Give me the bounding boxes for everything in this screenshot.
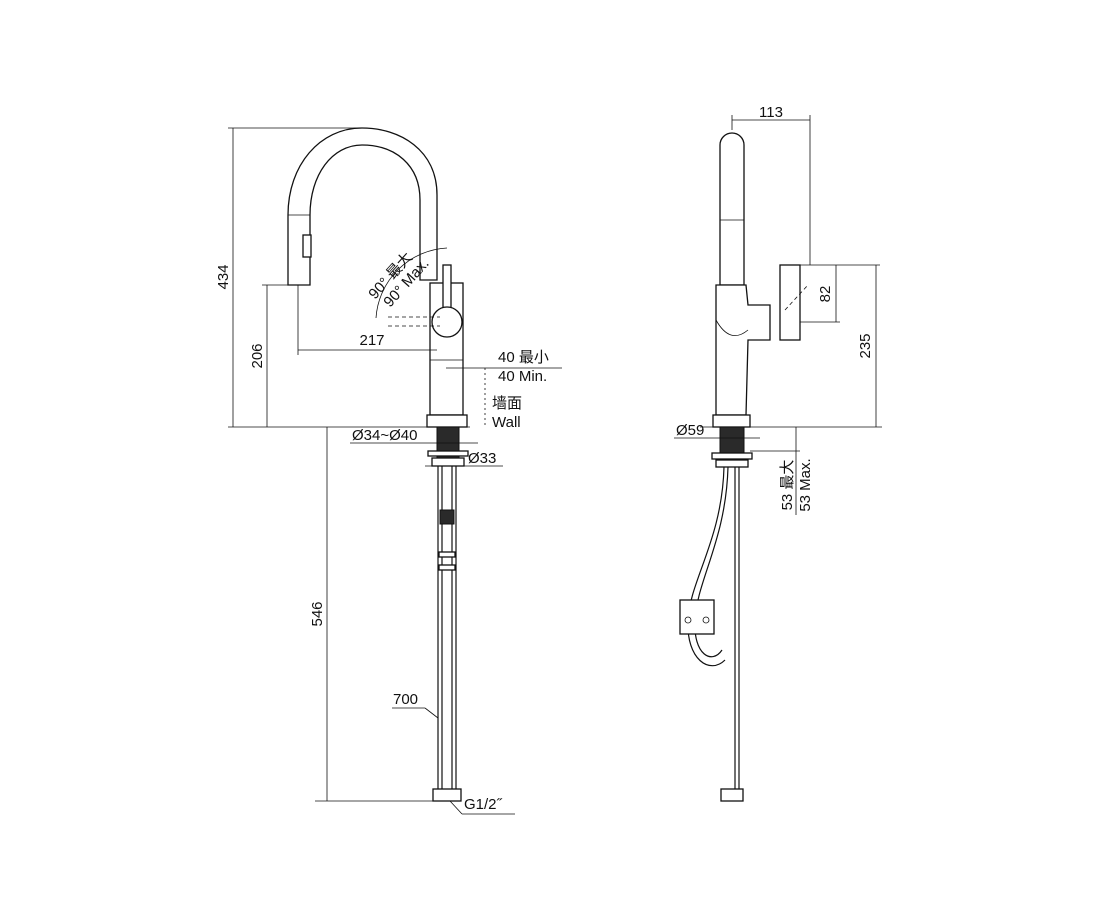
wall-label-cn: 墙面: [492, 395, 522, 412]
wall-min-en: 40 Min.: [498, 368, 547, 385]
deck-max-cn: 53 最大: [779, 460, 796, 511]
spout-side: [719, 132, 745, 286]
dim-hose-below: 546: [309, 601, 326, 626]
dim-handle-base: 235: [857, 333, 874, 358]
body-side: [715, 284, 771, 416]
thread-size: G1/2˝: [464, 796, 503, 813]
wall-min-cn: 40 最小: [498, 349, 549, 366]
side-view: 113 82 235 Ø59 53 最大 53 Max.: [674, 104, 882, 802]
shank: [436, 426, 460, 463]
handle-side: [779, 264, 801, 341]
dim-hose-length: 700: [393, 691, 418, 708]
spray-button: [302, 234, 312, 258]
dim-spout-height: 206: [249, 343, 266, 368]
handle-hub: [431, 306, 463, 338]
dim-hole-diameter: Ø34~Ø40: [352, 427, 417, 444]
dim-head-offset: 113: [759, 104, 783, 121]
dim-handle-height: 82: [817, 286, 834, 303]
base-ring: [426, 414, 468, 428]
dim-base-diameter: Ø59: [676, 422, 704, 439]
dim-spout-reach: 217: [359, 332, 384, 349]
deck-max-en: 53 Max.: [797, 458, 814, 511]
rotation-arc: [375, 247, 448, 319]
wall-label-en: Wall: [492, 414, 521, 431]
dim-total-height: 434: [215, 264, 232, 289]
front-view: 434 206 217 90° 最大 90° Max. 40 最小 40 Min…: [215, 127, 562, 815]
dim-shank-diameter: Ø33: [468, 450, 496, 467]
weight-block: [679, 599, 715, 635]
hose-connector: [432, 788, 462, 802]
